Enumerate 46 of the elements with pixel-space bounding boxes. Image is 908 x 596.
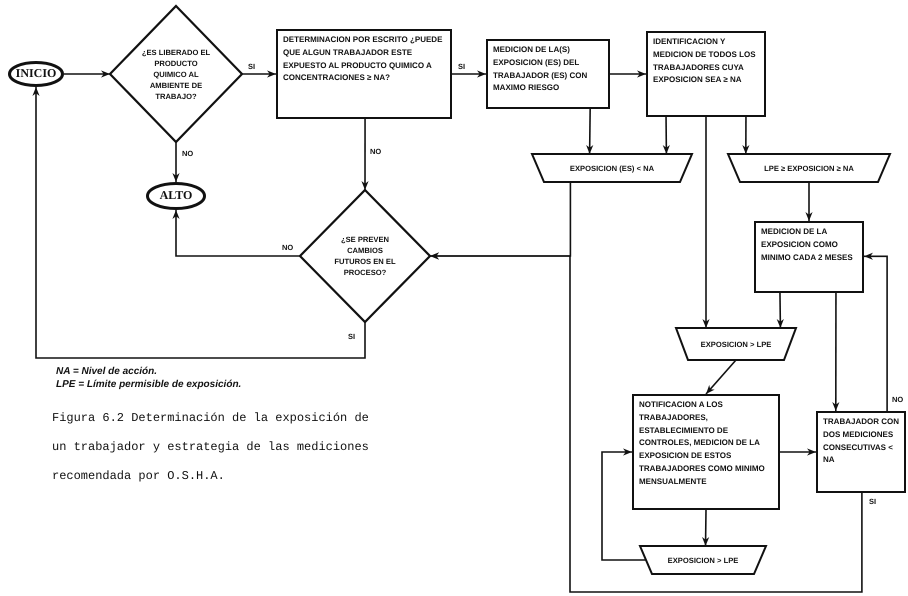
process-text: DETERMINACION POR ESCRITO ¿PUEDE QUE ALGUN TRABAJADOR ESTE EXPUESTO AL PRODUCTO QUIMICO A CONCENTRACIONES ≥ NA? [283,34,444,84]
arrow [430,252,863,593]
process-box [754,221,864,293]
process-text: IDENTIFICACION Y MEDICION DE TODOS LOS TRABAJADORES CUYA EXPOSICION SEA ≥ NA [653,36,757,86]
process-text: NOTIFICACION A LOS TRABAJADORES, ESTABLECIMIENTO DE CONTROLES, MEDICION DE LA EXPOSICION DE ESTOS TRABAJADORES COMO MINIMO MENSUALMENTE [639,399,766,488]
arrow [702,510,710,546]
start-oval [8,61,64,87]
arrow [586,108,594,154]
abbreviation-note: NA = Nivel de acción. [56,366,158,377]
decision-diamond [300,190,430,322]
arrow [32,87,366,359]
process-text: MEDICION DE LA EXPOSICION COMO MINIMO CADA 2 MESES [761,226,854,264]
arrow [172,210,300,257]
abbreviation-note: LPE = Límite permisible de exposición. [56,379,242,390]
process-text: MEDICION DE LA(S) EXPOSICION (ES) DEL TRABAJADOR (ES) CON MAXIMO RIESGO [493,44,588,94]
arrow [864,252,888,411]
process-box [816,411,906,493]
arrow [705,359,737,395]
process-box [276,29,452,119]
arrow [452,70,486,78]
arrow [805,182,813,221]
terminal-label: ALTO [160,187,192,204]
arrow [742,117,750,154]
process-text: TRABAJADOR CON DOS MEDICIONES CONSECUTIVAS < NA [823,416,899,466]
condition-trapezoid [676,328,796,360]
arrow [172,142,180,182]
arrow [64,70,110,78]
arrow [601,448,646,561]
process-box [486,39,610,109]
process-box [632,394,780,510]
decision-diamond [110,6,242,142]
arrow [776,292,784,328]
arrow [242,70,276,78]
condition-trapezoid [640,546,766,574]
arrow [832,293,840,411]
arrow [361,119,369,190]
arrow [610,70,646,78]
condition-trapezoid [728,154,890,182]
figure-caption: Figura 6.2 Determinación de la exposición de un trabajador y estrategia de las mediciones recomendada por O.S.H.A. [52,410,370,485]
terminal-label: INICIO [16,65,56,82]
process-box [646,31,766,117]
condition-trapezoid [532,154,692,182]
stop-oval [146,182,206,210]
arrow [780,448,816,456]
arrow [702,117,710,328]
arrow [662,117,670,154]
